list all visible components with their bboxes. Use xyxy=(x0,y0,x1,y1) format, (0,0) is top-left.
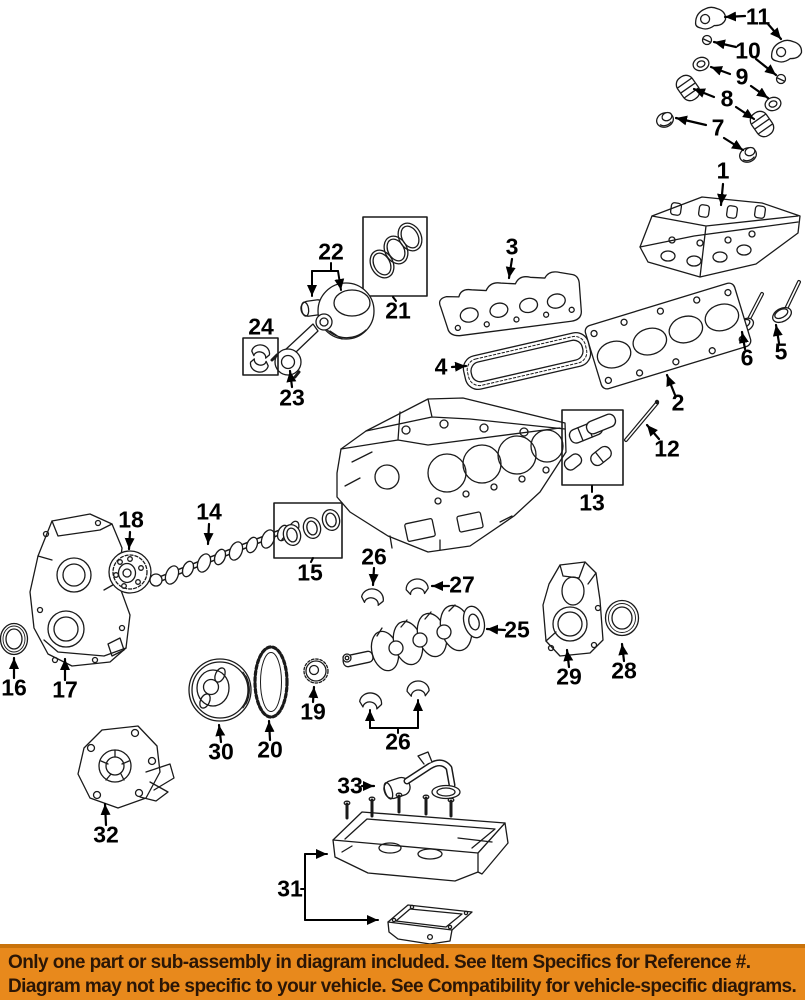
diagram-canvas xyxy=(0,6,803,944)
disclaimer-line-1: Only one part or sub-assembly in diagram… xyxy=(8,952,751,973)
harmonic-balancer-drawing xyxy=(188,658,252,722)
camshaft-drawing xyxy=(149,520,300,587)
front-crank-seal-drawing xyxy=(0,622,29,656)
pushrod-drawing xyxy=(624,399,660,442)
connecting-rod-drawing xyxy=(270,313,333,379)
timing-chain-drawing xyxy=(253,645,289,719)
valve-keeper-icon xyxy=(701,34,787,85)
rear-main-seal-drawing xyxy=(604,599,640,637)
oil-pan-lower-drawing xyxy=(387,904,473,944)
piston-rings-box xyxy=(362,216,428,297)
valve-cover-drawing xyxy=(438,271,583,337)
main-bearing-shells xyxy=(359,578,430,710)
crank-sprocket-drawing xyxy=(303,653,352,684)
head-gasket-drawing xyxy=(584,282,752,390)
spring-seat-icon xyxy=(656,111,757,163)
timing-cover-drawing xyxy=(29,513,131,667)
crankshaft-drawing xyxy=(342,604,486,672)
rod-bearings-box xyxy=(242,337,279,376)
cylinder-head-drawing xyxy=(639,196,801,278)
rocker-arm-icon xyxy=(694,6,803,63)
callout-brackets xyxy=(300,262,593,925)
spring-retainer-icon xyxy=(692,56,782,112)
engine-block-drawing xyxy=(336,397,567,553)
rear-seal-retainer-drawing xyxy=(542,561,604,657)
cam-bearings-box xyxy=(273,502,343,559)
callout-arrows xyxy=(9,11,783,827)
piston-drawing xyxy=(317,282,375,340)
oil-pump-drawing xyxy=(77,725,175,809)
disclaimer-banner: Only one part or sub-assembly in diagram… xyxy=(0,944,805,1000)
valve-cover-gasket-drawing xyxy=(462,331,592,391)
oil-pickup-tube-drawing xyxy=(383,751,461,800)
cam-sprocket-drawing xyxy=(108,550,152,594)
valve-spring-icon xyxy=(675,74,775,138)
exhaust-valve-drawing xyxy=(772,280,801,324)
lifters-box xyxy=(561,409,624,486)
disclaimer-line-2: Diagram may not be specific to your vehi… xyxy=(8,976,797,997)
oil-pan-upper-drawing xyxy=(332,792,509,882)
